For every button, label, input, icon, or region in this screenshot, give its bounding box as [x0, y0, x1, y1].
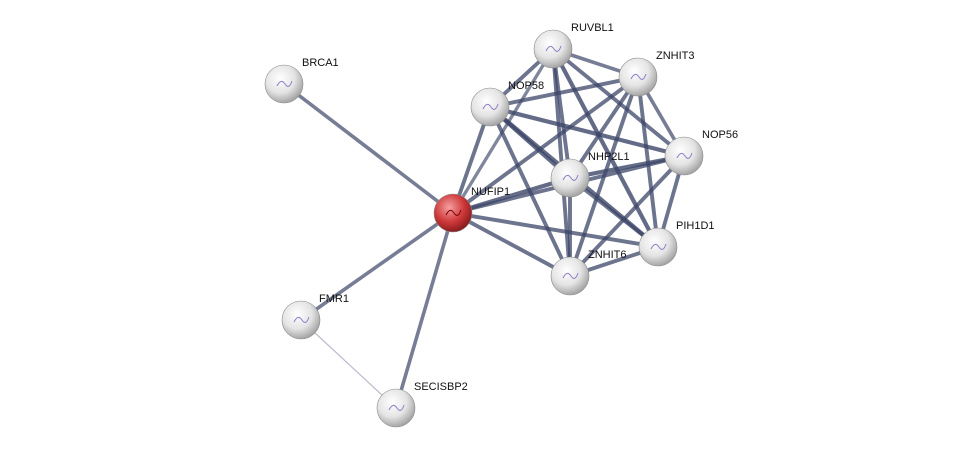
node-label: NOP58	[508, 80, 544, 92]
protein-structure-icon	[482, 103, 499, 110]
edge-nop58-nop56[interactable]	[489, 104, 685, 159]
edge-nufip1-nhp2l1[interactable]	[452, 175, 571, 216]
node-sphere[interactable]	[470, 87, 510, 127]
node-label: FMR1	[319, 293, 349, 305]
node-pih1d1[interactable]: PIH1D1	[638, 220, 715, 267]
node-fmr1[interactable]: FMR1	[281, 293, 349, 340]
node-secisbp2[interactable]: SECISBP2	[376, 381, 468, 428]
node-nufip1[interactable]: NUFIP1	[433, 186, 510, 233]
protein-structure-icon	[545, 45, 562, 52]
node-sphere[interactable]	[638, 227, 678, 267]
protein-structure-icon	[676, 152, 693, 159]
protein-structure-icon	[276, 80, 293, 87]
protein-structure-icon	[562, 174, 579, 181]
node-label: ZNHIT3	[656, 50, 695, 62]
edge-nop58-znhit6[interactable]	[488, 106, 572, 277]
edge-nufip1-fmr1[interactable]	[299, 211, 455, 322]
node-znhit6[interactable]: ZNHIT6	[550, 249, 627, 296]
edge-nufip1-znhit3[interactable]	[451, 75, 640, 215]
node-label: SECISBP2	[414, 381, 468, 393]
node-label: BRCA1	[302, 57, 339, 69]
edge-nop56-znhit6[interactable]	[568, 154, 686, 278]
node-brca1[interactable]: BRCA1	[264, 57, 339, 104]
node-sphere[interactable]	[550, 256, 590, 296]
node-label: RUVBL1	[571, 22, 614, 34]
node-sphere[interactable]	[376, 388, 416, 428]
node-label: ZNHIT6	[588, 249, 627, 261]
edge-nufip1-secisbp2[interactable]	[394, 212, 455, 409]
node-nop58[interactable]: NOP58	[470, 80, 544, 127]
edge-nufip1-brca1[interactable]	[282, 82, 455, 215]
edge-ruvbl1-pih1d1[interactable]	[551, 48, 660, 248]
protein-structure-icon	[388, 404, 405, 411]
protein-structure-icon	[562, 272, 579, 279]
node-sphere[interactable]	[618, 57, 658, 97]
edge-nop58-znhit3[interactable]	[489, 75, 639, 109]
edge-nufip1-znhit6[interactable]	[452, 211, 571, 278]
node-label: NOP56	[702, 129, 738, 141]
node-znhit3[interactable]: ZNHIT3	[618, 50, 695, 97]
node-label: NHP2L1	[588, 151, 630, 163]
edge-nop56-nhp2l1[interactable]	[569, 153, 685, 181]
node-label: NUFIP1	[471, 186, 510, 198]
node-sphere[interactable]	[664, 136, 704, 176]
edge-znhit3-znhit6[interactable]	[568, 76, 640, 277]
edge-znhit3-nhp2l1[interactable]	[568, 75, 640, 180]
node-sphere[interactable]	[281, 300, 321, 340]
node-sphere[interactable]	[533, 29, 573, 69]
node-sphere[interactable]	[550, 158, 590, 198]
protein-structure-icon	[445, 209, 462, 216]
protein-structure-icon	[650, 243, 667, 250]
node-ruvbl1[interactable]: RUVBL1	[533, 22, 614, 69]
node-sphere[interactable]	[433, 193, 473, 233]
node-label: PIH1D1	[676, 220, 715, 232]
edge-fmr1-secisbp2[interactable]	[300, 319, 397, 409]
protein-structure-icon	[293, 316, 310, 323]
protein-structure-icon	[630, 73, 647, 80]
node-sphere[interactable]	[264, 64, 304, 104]
edge-nufip1-pih1d1[interactable]	[452, 211, 659, 249]
node-nop56[interactable]: NOP56	[664, 129, 738, 176]
node-nhp2l1[interactable]: NHP2L1	[550, 151, 630, 198]
